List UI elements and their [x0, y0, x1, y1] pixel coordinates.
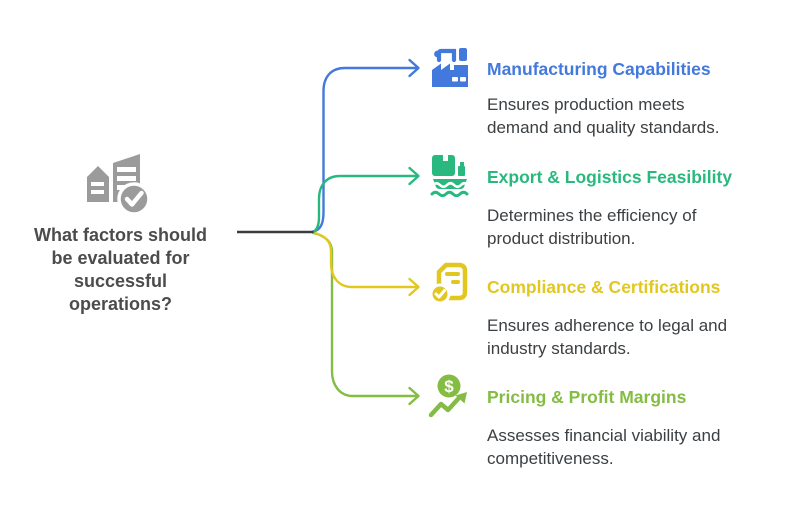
branch-desc-manufacturing: Ensures production meets demand and qual…: [487, 93, 787, 139]
branch-desc-export: Determines the efficiency of product dis…: [487, 204, 787, 250]
branch-connector-export: [311, 166, 420, 234]
question-line: operations?: [68, 294, 172, 314]
factory-robot-arm-icon: [430, 46, 470, 93]
desc-line: Assesses financial viability and: [487, 426, 721, 445]
branch-connector-manufacturing: [311, 58, 420, 233]
branch-connector-compliance: [311, 231, 420, 297]
branch-title-pricing: Pricing & Profit Margins: [487, 387, 687, 407]
desc-line: Determines the efficiency of: [487, 206, 697, 225]
desc-line: product distribution.: [487, 229, 636, 248]
dollar-growth-icon: $: [428, 374, 470, 425]
branch-desc-pricing: Assesses financial viability and competi…: [487, 424, 787, 470]
cargo-ship-icon: [430, 153, 470, 202]
question-line: successful: [73, 271, 168, 291]
desc-line: competitiveness.: [487, 449, 614, 468]
arrow-icon: [408, 166, 420, 186]
desc-line: Ensures adherence to legal and: [487, 316, 728, 335]
question-line: be evaluated for: [51, 248, 190, 268]
branch-title-export: Export & Logistics Feasibility: [487, 167, 733, 187]
question-line: What factors should: [33, 225, 207, 245]
central-question: What factors should be evaluated for suc…: [18, 224, 223, 316]
branch-connector-pricing: [311, 231, 420, 406]
arrow-icon: [408, 386, 420, 406]
arrow-icon: [408, 277, 420, 297]
desc-line: Ensures production meets: [487, 95, 685, 114]
arrow-icon: [408, 58, 420, 78]
branch-title-manufacturing: Manufacturing Capabilities: [487, 59, 711, 79]
document-check-icon: [429, 262, 469, 311]
svg-text:$: $: [444, 377, 454, 396]
branch-desc-compliance: Ensures adherence to legal and industry …: [487, 314, 787, 360]
desc-line: demand and quality standards.: [487, 118, 720, 137]
buildings-check-icon: [80, 148, 165, 218]
desc-line: industry standards.: [487, 339, 631, 358]
branch-title-compliance: Compliance & Certifications: [487, 277, 721, 297]
